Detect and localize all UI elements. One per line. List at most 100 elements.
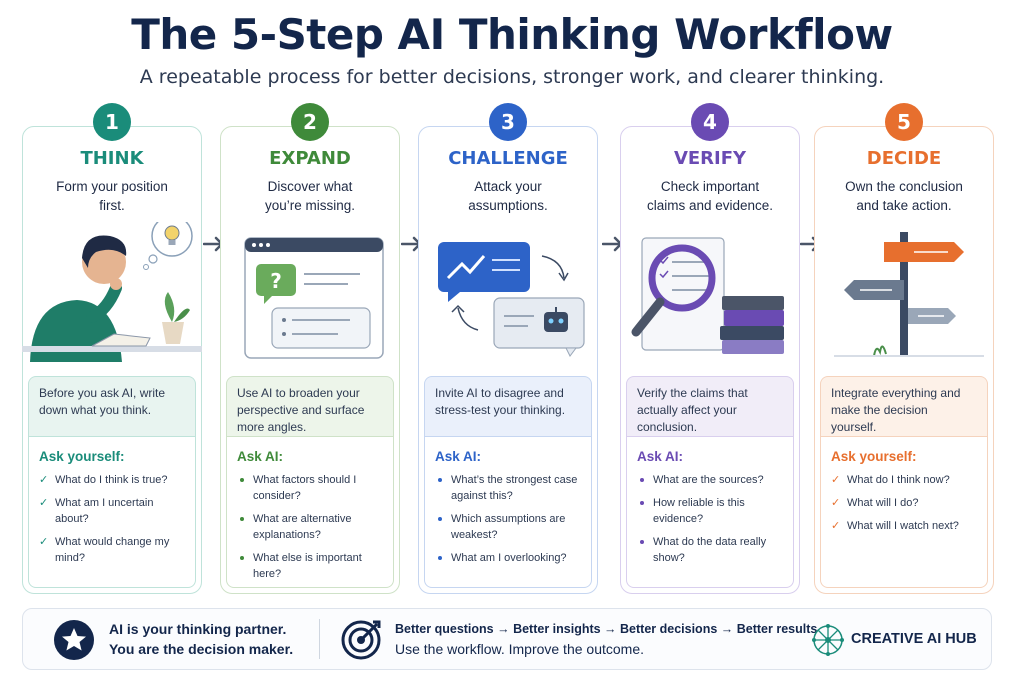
desc-line: Integrate everything and (831, 386, 961, 400)
list-item: What are the sources? (637, 472, 783, 488)
brand-name: CREATIVE AI HUB (851, 631, 977, 647)
tagline-line: Discover what (267, 179, 353, 194)
bullet-icon (640, 501, 644, 505)
step-name-verify: VERIFY (673, 148, 747, 169)
tagline-line: Own the conclusion (845, 179, 963, 194)
list-item: ✓ What would change my mind? (39, 534, 185, 566)
list-item-text: consider? (253, 490, 301, 502)
target-icon (341, 620, 381, 660)
ask-panel: Ask yourself: ✓What do I think is true? … (28, 436, 196, 588)
plant-icon (162, 292, 190, 344)
step-badge-1: 1 (93, 103, 131, 141)
list-item-text: What’s the strongest case (451, 474, 578, 486)
thinking-person-illustration (22, 222, 202, 362)
list-item: ✓What am I uncertain about? (39, 495, 185, 527)
list-item-text: Which assumptions are (451, 513, 566, 525)
step-description: Use AI to broaden your perspective and s… (226, 376, 394, 436)
step-name-think: THINK (80, 148, 144, 169)
list-item-text: What else is important (253, 552, 362, 564)
check-icon: ✓ (39, 474, 49, 486)
ask-panel: Ask yourself: ✓What do I think now? ✓Wha… (820, 436, 988, 588)
check-icon: ✓ (39, 536, 49, 548)
list-item-text: evidence? (653, 513, 704, 525)
signpost-arrow-icon (884, 242, 964, 262)
list-item: ✓What do I think now? (831, 472, 977, 488)
tagline-line: and take action. (856, 198, 952, 213)
list-item-text: weakest? (451, 529, 498, 541)
ask-heading: Ask AI: (435, 449, 482, 464)
step-tagline: Own the conclusion and take action. (814, 177, 994, 215)
bullet-icon (438, 517, 442, 521)
lightbulb-icon (164, 225, 180, 245)
step-badge-5: 5 (885, 103, 923, 141)
list-item: Which assumptions are weakest? (435, 511, 581, 543)
page-title: The 5-Step AI Thinking Workflow (131, 10, 893, 59)
list-item: ✓What will I watch next? (831, 518, 977, 534)
desc-line: stress-test your thinking. (435, 403, 566, 417)
footer-line: AI is your thinking partner. (109, 621, 287, 637)
robot-bubble-icon (493, 297, 585, 357)
desc-line: make the decision (831, 403, 928, 417)
magnifier-icon (631, 244, 716, 337)
page-subtitle: A repeatable process for better decision… (139, 66, 885, 88)
list-item: What am I overlooking? (435, 550, 581, 566)
list-item-text: What do I think is true? (55, 474, 168, 486)
list-item: What do the data really show? (637, 534, 783, 566)
debate-bubbles-illustration (438, 242, 585, 357)
footer-chain-text: Better questions → Better insights → Bet… (395, 622, 818, 636)
step-description: Invite AI to disagree and stress-test yo… (424, 376, 592, 436)
step-description: Verify the claims that actually affect y… (626, 376, 794, 436)
list-item-text: What would change my mind? (55, 536, 170, 564)
step-tagline: Check important claims and evidence. (620, 177, 800, 215)
bullet-icon (438, 556, 442, 560)
step-name-decide: DECIDE (866, 148, 942, 169)
desc-line: Verify the claims that (637, 386, 748, 400)
desc-line: perspective and surface (237, 403, 365, 417)
desc-line: Before you ask AI, write (39, 386, 166, 400)
bullet-icon (438, 478, 442, 482)
list-item-text: How reliable is this (653, 497, 745, 509)
step-tagline: Discover what you’re missing. (220, 177, 400, 215)
ask-heading: Ask AI: (237, 449, 284, 464)
desc-line: conclusion. (637, 420, 698, 434)
bullet-icon (240, 517, 244, 521)
step-tagline: Form your position first. (22, 177, 202, 215)
check-icon: ✓ (39, 497, 49, 509)
step-badge-4: 4 (691, 103, 729, 141)
browser-window-illustration: ? (244, 237, 384, 359)
tagline-line: Check important (660, 179, 760, 194)
list-item-text: What do the data really (653, 536, 767, 548)
books-icon (720, 296, 784, 354)
step-tagline: Attack your assumptions. (418, 177, 598, 215)
footer-tagline: Use the workflow. Improve the outcome. (395, 641, 644, 657)
list-item-text: What will I do? (847, 497, 919, 509)
bullet-icon (240, 478, 244, 482)
tagline-line: claims and evidence. (646, 198, 774, 213)
step-description: Integrate everything and make the decisi… (820, 376, 988, 436)
desc-line: Use AI to broaden your (237, 386, 360, 400)
list-item-text: What am I overlooking? (451, 552, 567, 564)
list-item-text: explanations? (253, 529, 321, 541)
step-name-expand: EXPAND (269, 148, 351, 169)
bullet-icon (640, 540, 644, 544)
footer-banner: AI is your thinking partner. You are the… (22, 608, 992, 670)
list-item: How reliable is this evidence? (637, 495, 783, 527)
step-badge-2: 2 (291, 103, 329, 141)
list-item-text: show? (653, 552, 685, 564)
desc-line: more angles. (237, 420, 307, 434)
chart-bubble-icon (438, 242, 530, 302)
list-item-text: What do I think now? (847, 474, 950, 486)
tagline-line: Attack your (474, 179, 542, 194)
ask-heading: Ask AI: (637, 449, 684, 464)
bullet-icon (640, 478, 644, 482)
desc-line: yourself. (831, 420, 877, 434)
list-item: ✓ What do I think is true? (39, 472, 185, 488)
signpost-illustration (834, 232, 984, 357)
footer-divider (319, 619, 320, 659)
tagline-line: assumptions. (468, 198, 548, 213)
bullet-icon (240, 556, 244, 560)
